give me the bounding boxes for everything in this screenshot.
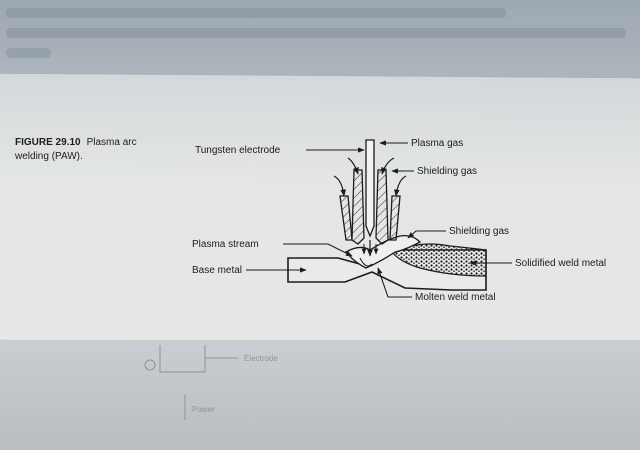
plasma-nozzle — [351, 169, 389, 245]
figure-number: FIGURE 29.10 — [15, 137, 81, 148]
faint-text-line — [6, 8, 506, 18]
label-plasma-gas: Plasma gas — [411, 138, 463, 149]
label-tungsten-electrode: Tungsten electrode — [195, 145, 281, 156]
faint-text-line — [6, 28, 626, 38]
solidified-weld-bead — [391, 243, 487, 277]
next-page-bottom — [0, 340, 640, 450]
tungsten-electrode — [365, 139, 375, 238]
leader-shielding-gas-right — [407, 230, 446, 239]
previous-page-top — [0, 0, 640, 82]
label-shielding-gas-top: Shielding gas — [417, 166, 477, 177]
figure-title: Plasma arc welding (PAW). — [15, 137, 137, 162]
plasma-stream-flow — [361, 240, 379, 257]
label-base-metal: Base metal — [192, 265, 242, 276]
faint-circle — [144, 359, 156, 371]
label-molten-weld-metal: Molten weld metal — [415, 292, 496, 303]
label-plasma-stream: Plasma stream — [192, 239, 259, 250]
faint-label-power: Power — [192, 405, 215, 414]
faint-label-electrode: Electrode — [244, 354, 278, 363]
faint-bracket — [159, 345, 206, 373]
next-page-figure — [144, 345, 238, 420]
label-solidified-weld-metal: Solidified weld metal — [515, 258, 606, 269]
label-shielding-gas-right: Shielding gas — [449, 226, 509, 237]
leader-molten-weld-metal — [377, 267, 412, 298]
gas-flow-arrows — [333, 157, 407, 197]
leader-plasma-stream — [283, 243, 353, 257]
leader-lines — [246, 140, 512, 298]
faint-text-line — [6, 48, 51, 58]
